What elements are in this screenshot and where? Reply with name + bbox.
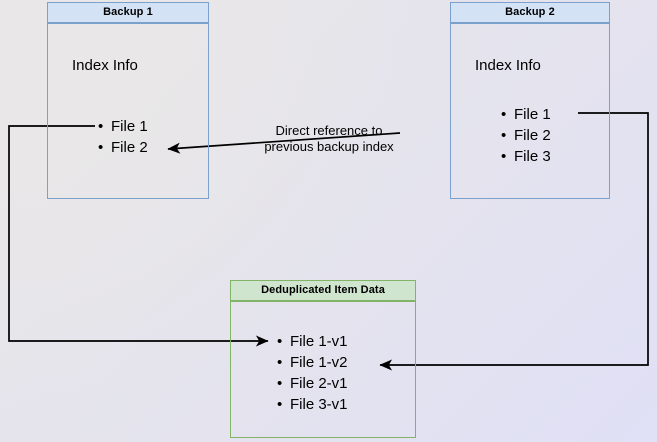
node-backup-2-body: Index Info File 1 File 2 File 3 — [450, 23, 610, 199]
list-item[interactable]: File 2 — [501, 125, 551, 146]
node-backup-1-header: Backup 1 — [47, 2, 209, 23]
list-item[interactable]: File 2-v1 — [277, 373, 348, 394]
node-dedup-body: File 1-v1 File 1-v2 File 2-v1 File 3-v1 — [230, 301, 416, 438]
list-item[interactable]: File 1-v1 — [277, 331, 348, 352]
node-backup-1-body: Index Info File 1 File 2 — [47, 23, 209, 199]
backup-1-index-info-label: Index Info — [72, 57, 138, 74]
edge-label-direct-reference: Direct reference to previous backup inde… — [264, 123, 394, 154]
node-backup-2-header: Backup 2 — [450, 2, 610, 23]
node-deduplicated-item-data[interactable]: Deduplicated Item Data File 1-v1 File 1-… — [230, 280, 416, 438]
list-item[interactable]: File 1 — [501, 104, 551, 125]
backup-2-file-list: File 1 File 2 File 3 — [501, 104, 551, 167]
list-item[interactable]: File 1 — [98, 116, 148, 137]
node-backup-1[interactable]: Backup 1 Index Info File 1 File 2 — [47, 2, 209, 199]
backup-1-file-list: File 1 File 2 — [98, 116, 148, 158]
backup-2-index-info-label: Index Info — [475, 57, 541, 74]
node-dedup-header: Deduplicated Item Data — [230, 280, 416, 301]
node-backup-2[interactable]: Backup 2 Index Info File 1 File 2 File 3 — [450, 2, 610, 199]
list-item[interactable]: File 3 — [501, 146, 551, 167]
list-item[interactable]: File 3-v1 — [277, 394, 348, 415]
dedup-file-list: File 1-v1 File 1-v2 File 2-v1 File 3-v1 — [277, 331, 348, 415]
list-item[interactable]: File 1-v2 — [277, 352, 348, 373]
list-item[interactable]: File 2 — [98, 137, 148, 158]
